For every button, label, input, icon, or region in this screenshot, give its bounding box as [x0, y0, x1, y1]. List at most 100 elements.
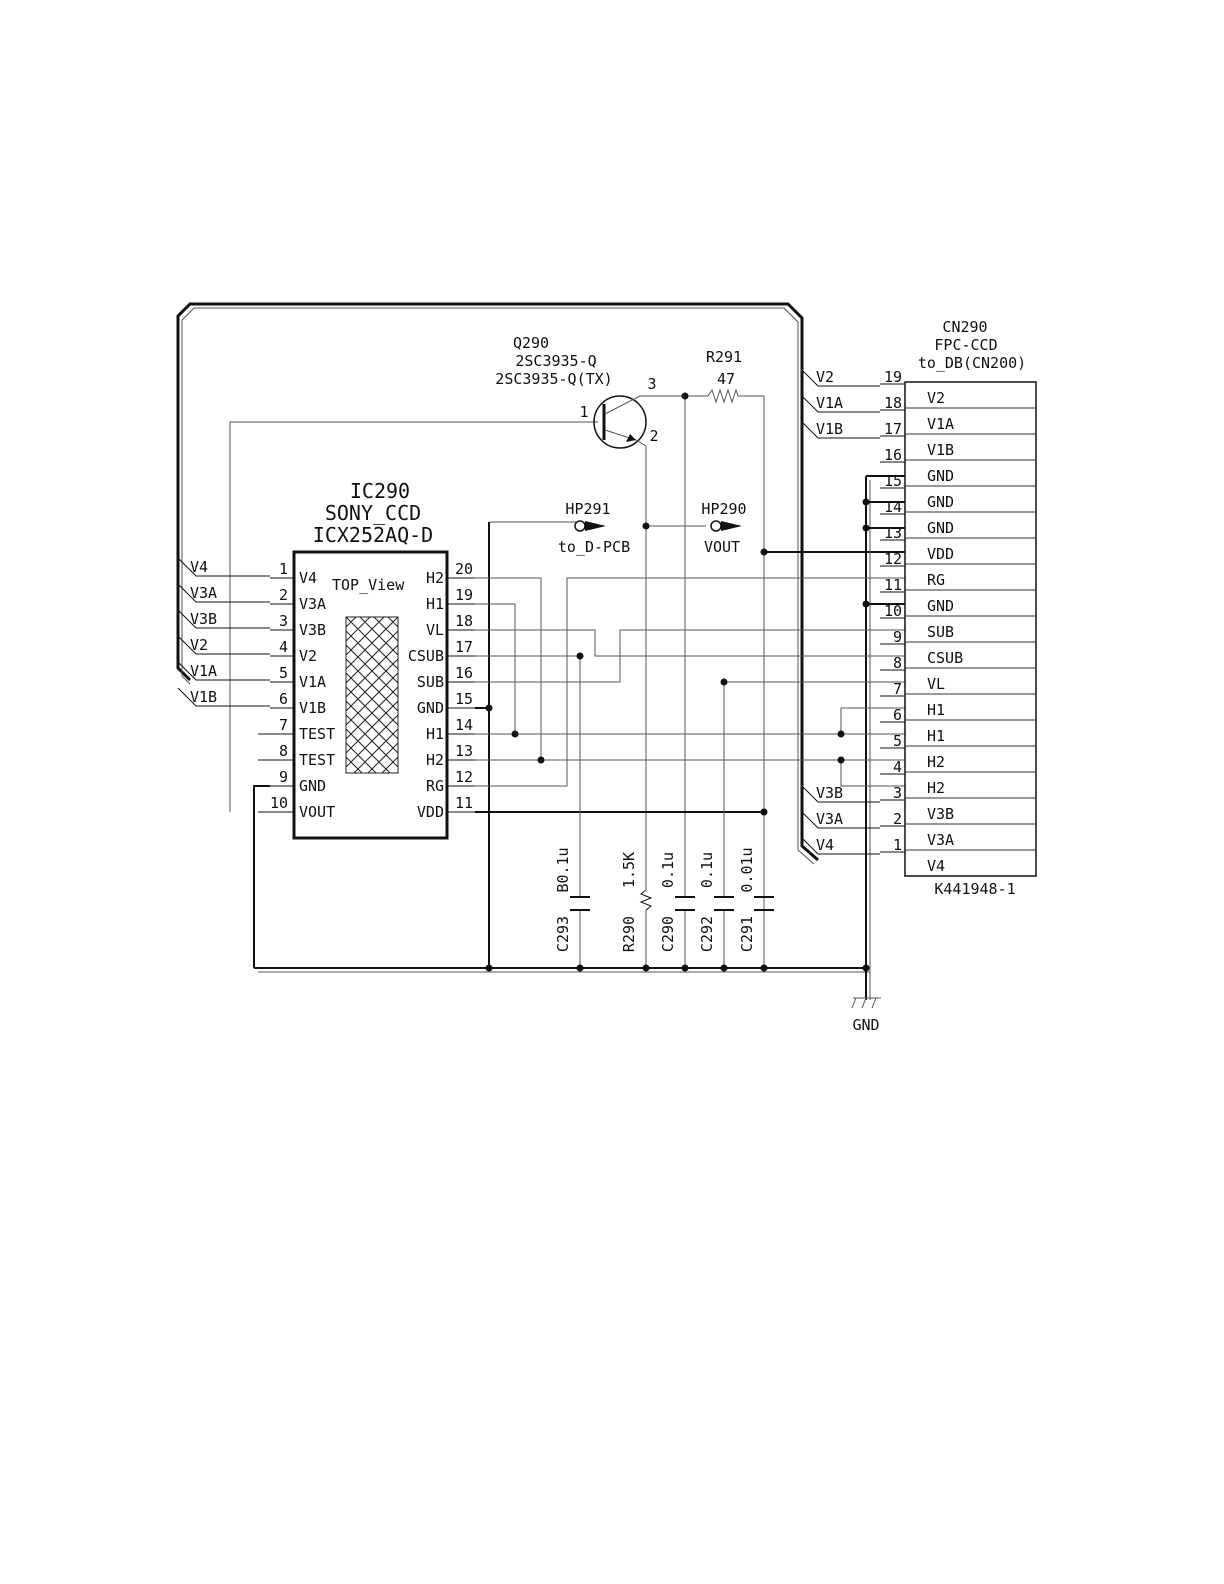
resistor-zigzag-icon: [707, 388, 739, 404]
connector-pin-name: RG: [927, 571, 945, 589]
connector-pin-number: 4: [893, 758, 902, 776]
q-part: 2SC3935-Q: [515, 352, 596, 370]
connector-pin-name: H2: [927, 779, 945, 797]
ic-pin-number: 18: [455, 612, 473, 630]
connector-pin-name: V4: [927, 857, 945, 875]
ic-pin-name: SUB: [417, 673, 444, 691]
connector-pin-number: 14: [884, 498, 902, 516]
part-ref: R290: [620, 916, 638, 952]
ic-pin-number: 15: [455, 690, 473, 708]
bus-entry: [801, 421, 880, 439]
bus-entry: [801, 811, 880, 829]
connector-pin-number: 10: [884, 602, 902, 620]
bus-entry: [177, 687, 270, 707]
ic-pin-name: TEST: [299, 751, 335, 769]
q-pin-base: 1: [579, 403, 588, 421]
tp-hp291-ref: HP291: [565, 500, 610, 518]
ic-pin-number: 2: [279, 586, 288, 604]
bus-entry: [177, 635, 270, 655]
bus-net-label: V4: [190, 558, 208, 576]
junction-dots: [485, 392, 870, 972]
tp-hp290-ref: HP290: [701, 500, 746, 518]
part-ref: C290: [659, 916, 677, 952]
connector-pin-number: 7: [893, 680, 902, 698]
connector-pin-name: V3B: [927, 805, 954, 823]
ic-pin-number: 20: [455, 560, 473, 578]
connector-pin-number: 13: [884, 524, 902, 542]
connector-pin-name: GND: [927, 597, 954, 615]
tp-hp291-label: to_D-PCB: [558, 538, 630, 556]
bus-entry: [801, 395, 880, 413]
connector-body: [904, 381, 1037, 877]
part-value: 1.5K: [620, 852, 638, 888]
bus-entry: [177, 661, 270, 681]
ic-pin-name: V3B: [299, 621, 326, 639]
ic-ref: IC290: [350, 479, 410, 503]
ic-pin-number: 14: [455, 716, 473, 734]
connector-pin-number: 18: [884, 394, 902, 412]
connector-pin-number: 16: [884, 446, 902, 464]
connector-pin-number: 1: [893, 836, 902, 854]
ic-pin-number: 9: [279, 768, 288, 786]
bus-net-label: V3B: [190, 610, 217, 628]
emitter-arrow-icon: [626, 434, 636, 442]
part-ref: C291: [738, 916, 756, 952]
ic-pin-name: VL: [426, 621, 444, 639]
connector-pin-name: VDD: [927, 545, 954, 563]
connector-pin-number: 11: [884, 576, 902, 594]
ic-pin-number: 5: [279, 664, 288, 682]
cn-dest: to_DB(CN200): [918, 354, 1026, 372]
ic-part: ICX252AQ-D: [313, 523, 433, 547]
ic-pin-name: V1B: [299, 699, 326, 717]
q-ref: Q290: [513, 334, 549, 352]
connector-pin-name: GND: [927, 519, 954, 537]
connector-pin-name: V2: [927, 389, 945, 407]
ic-pin-name: VDD: [417, 803, 444, 821]
ic-pin-number: 7: [279, 716, 288, 734]
ic-pin-name: V2: [299, 647, 317, 665]
ic-pin-number: 16: [455, 664, 473, 682]
testpoint-arrow-icon: [585, 521, 606, 531]
connector-pin-number: 19: [884, 368, 902, 386]
testpoint-icon: [710, 520, 722, 532]
bus-net-label: V2: [190, 636, 208, 654]
connector-pin-name: V1B: [927, 441, 954, 459]
ic-view-label: TOP_View: [332, 576, 405, 594]
tp-hp290-label: VOUT: [704, 538, 740, 556]
connector-pin-name: CSUB: [927, 649, 963, 667]
ic-pin-name: TEST: [299, 725, 335, 743]
r291-resistor: R291 47: [706, 348, 742, 404]
connector-pin-name: GND: [927, 467, 954, 485]
ic-pin-number: 13: [455, 742, 473, 760]
ground-label: GND: [852, 1016, 879, 1034]
ic-pin-name: H1: [426, 725, 444, 743]
ic-pin-name: V3A: [299, 595, 326, 613]
part-ref: C292: [698, 916, 716, 952]
cn-ref: CN290: [942, 318, 987, 336]
bus-net-label: V2: [816, 368, 834, 386]
bus-entry: [177, 583, 270, 603]
ic-pin-name: H2: [426, 751, 444, 769]
ic-pin-number: 17: [455, 638, 473, 656]
ic-maker: SONY_CCD: [325, 501, 421, 525]
part-value: 0.01u: [738, 847, 756, 892]
part-value: B0.1u: [554, 847, 572, 892]
ic-pin-number: 12: [455, 768, 473, 786]
resistor-zigzag-icon: [639, 889, 653, 911]
cn-type: FPC-CCD: [934, 336, 997, 354]
bus-entry: [801, 785, 880, 803]
q-part-alt: 2SC3935-Q(TX): [495, 370, 612, 388]
connector-pin-number: 8: [893, 654, 902, 672]
ground-symbol: GND: [851, 997, 881, 1034]
connector-pin-name: V1A: [927, 415, 954, 433]
connector-pin-number: 6: [893, 706, 902, 724]
cn-part-number: K441948-1: [934, 880, 1015, 898]
connector-pin-name: GND: [927, 493, 954, 511]
